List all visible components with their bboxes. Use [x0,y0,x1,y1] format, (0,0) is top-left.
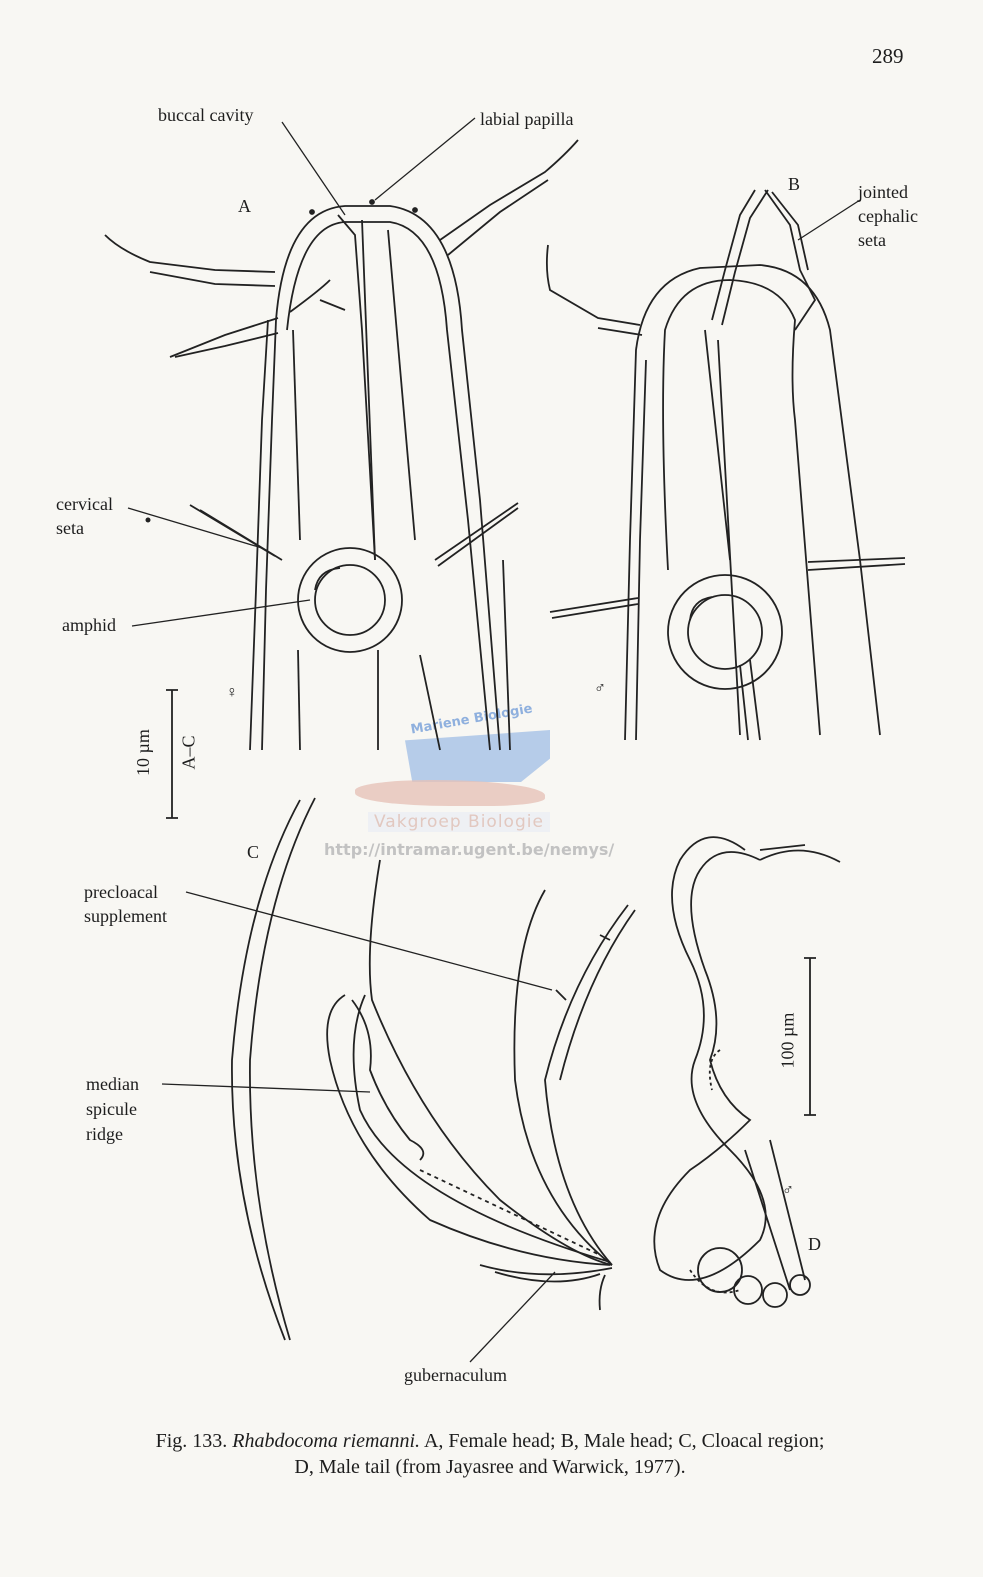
panel-label-c: C [247,842,260,862]
label-line: median [86,1074,139,1094]
label-median-spicule-ridge: median spicule ridge [86,1072,139,1147]
page-number: 289 [872,44,904,68]
tail-scale-label: 100 µm [777,1012,798,1069]
head-scale-panels: A–C [178,735,199,770]
panel-b-drawing [545,189,906,741]
panel-a-drawing [104,139,579,751]
female-symbol: ♀ [226,684,238,701]
scale-bars [166,689,816,1116]
label-labial-papilla: labial papilla [480,109,574,129]
label-line: spicule [86,1099,137,1119]
leader-lines [127,117,861,1363]
label-line: cephalic [858,206,918,226]
figure-caption: Fig. 133. Rhabdocoma riemanni. A, Female… [60,1428,920,1480]
label-gubernaculum: gubernaculum [404,1365,507,1385]
watermark-url: http://intramar.ugent.be/nemys/ [324,840,615,859]
caption-species: Rhabdocoma riemanni. [232,1430,421,1452]
label-line: precloacal [84,882,158,902]
panel-label-a: A [238,196,251,216]
male-symbol-b: ♂ [594,680,606,697]
label-line: ridge [86,1124,123,1144]
label-line: seta [56,518,84,538]
label-line: supplement [84,906,167,926]
label-buccal-cavity: buccal cavity [158,105,254,125]
panel-label-d: D [808,1234,821,1254]
male-symbol-d: ♂ [782,1182,794,1199]
panel-d-drawing [653,836,841,1308]
label-amphid: amphid [62,615,116,635]
caption-prefix: Fig. 133. [155,1430,228,1452]
panel-c-drawing [231,797,636,1341]
label-line: seta [858,230,886,250]
caption-line-1: Fig. 133. Rhabdocoma riemanni. A, Female… [60,1428,920,1454]
label-precloacal-supplement: precloacal supplement [84,880,167,928]
label-jointed-cephalic-seta: jointed cephalic seta [858,180,918,252]
caption-line-2: D, Male tail (from Jayasree and Warwick,… [294,1456,686,1478]
label-line: jointed [858,182,908,202]
panel-label-b: B [788,174,801,194]
caption-line1-rest: A, Female head; B, Male head; C, Cloacal… [423,1430,825,1452]
label-cervical-seta: cervical seta [56,492,113,540]
head-scale-label: 10 µm [132,729,153,776]
watermark-bottom: Vakgroep Biologie [368,812,550,832]
watermark-logo [405,730,550,782]
label-line: cervical [56,494,113,514]
watermark-wave [355,780,545,806]
